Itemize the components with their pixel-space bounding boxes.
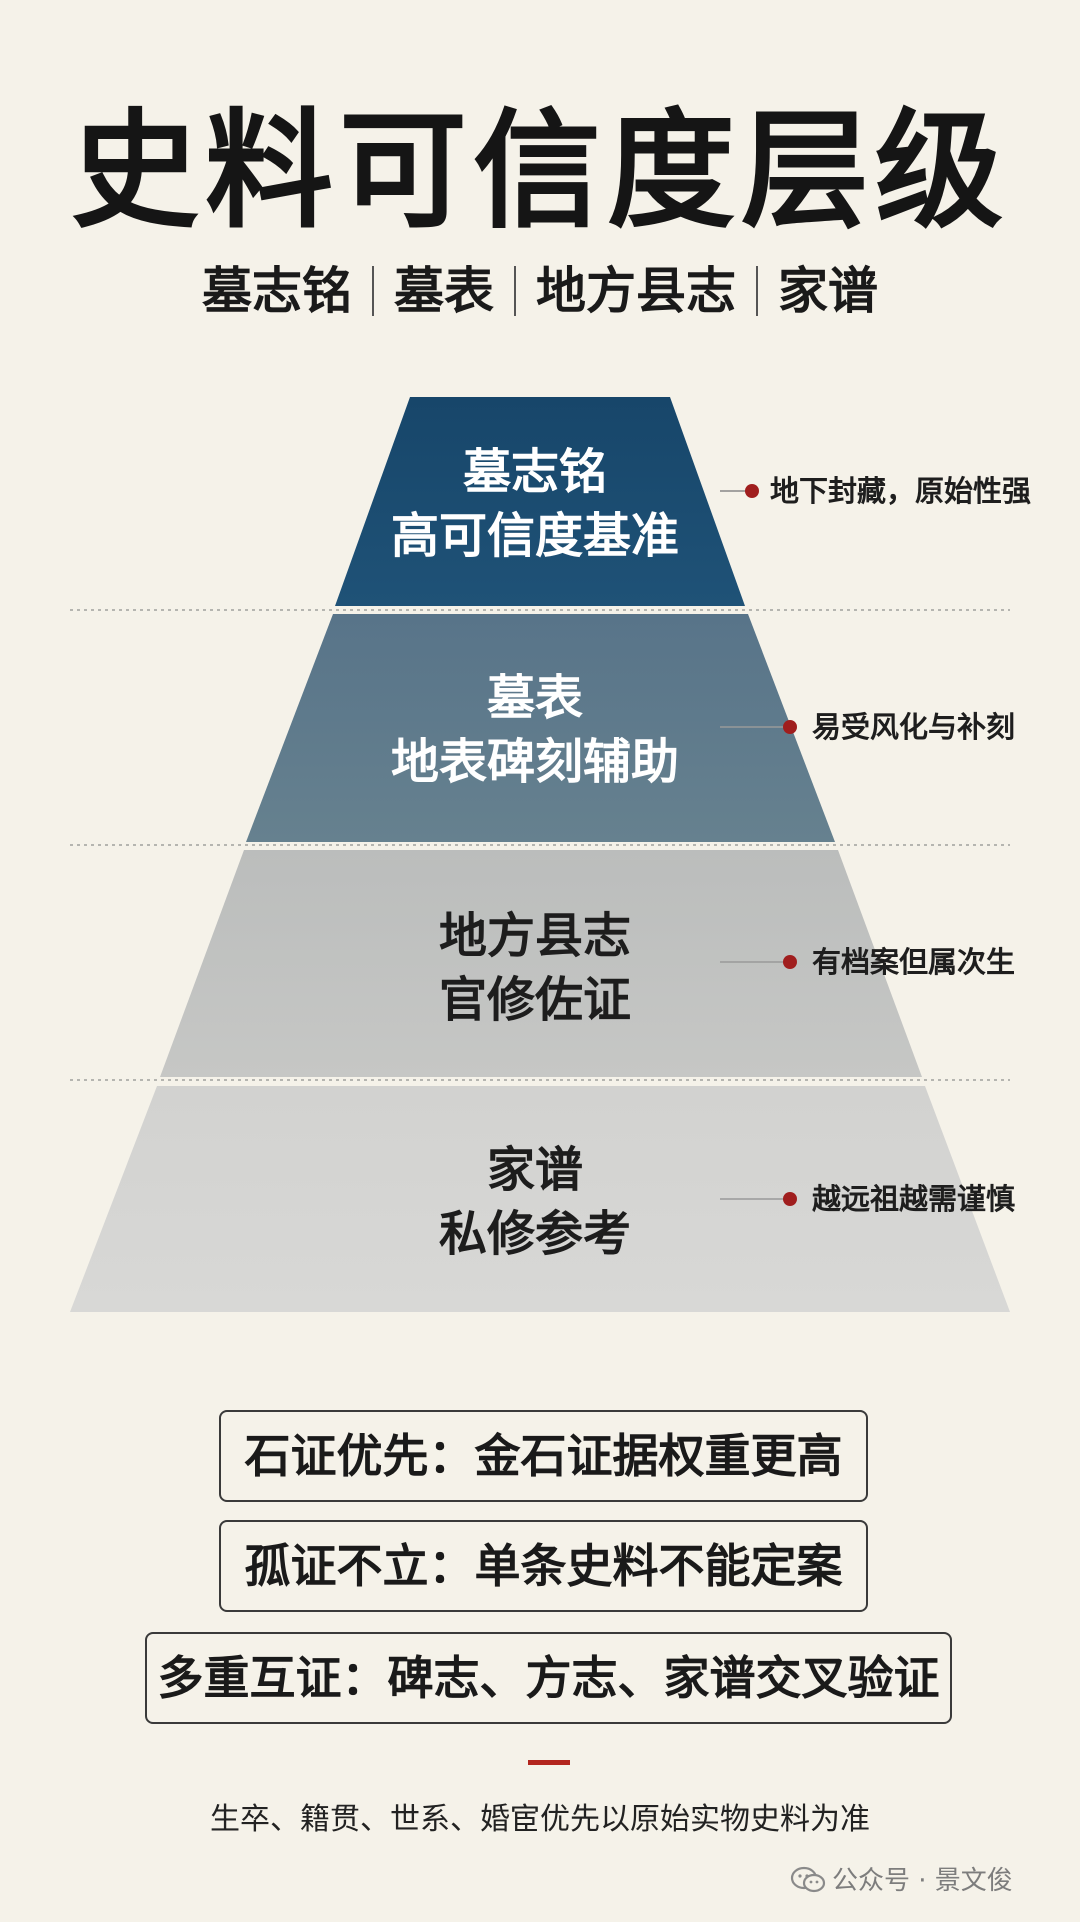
footnote: 生卒、籍贯、世系、婚宦优先以原始实物史料为准 xyxy=(210,1802,870,1837)
subtitle: 墓志铭墓表地方县志家谱 xyxy=(0,256,1080,326)
tier-note: 地下封藏，原始性强 xyxy=(770,474,1032,508)
accent-divider xyxy=(528,1760,570,1765)
subtitle-item: 地方县志 xyxy=(536,261,736,320)
tier-label-genealogy: 家谱 私修参考 xyxy=(285,1138,785,1266)
tier-name: 墓志铭 xyxy=(462,444,607,500)
tier-name: 地方县志 xyxy=(438,908,631,964)
tier-desc: 高可信度基准 xyxy=(390,508,679,564)
note-dot xyxy=(783,955,797,969)
note-dot xyxy=(783,720,797,734)
tier-label-epitaph: 墓志铭 高可信度基准 xyxy=(285,440,785,568)
brand-label: 公众号 · 景文俊 xyxy=(832,1866,1013,1896)
note-dot xyxy=(783,1192,797,1206)
tier-note: 易受风化与补刻 xyxy=(812,710,1016,744)
principle-box: 孤证不立：单条史料不能定案 xyxy=(219,1520,868,1612)
tier-desc: 官修佐证 xyxy=(438,972,631,1028)
tier-name: 墓表 xyxy=(486,670,583,726)
tier-name: 家谱 xyxy=(486,1142,583,1198)
wechat-icon xyxy=(790,1866,826,1893)
separator xyxy=(514,266,516,316)
tier-label-tomb-stele: 墓表 地表碑刻辅助 xyxy=(285,666,785,794)
tier-desc: 私修参考 xyxy=(438,1206,631,1262)
tier-desc: 地表碑刻辅助 xyxy=(390,734,679,790)
page-title: 史料可信度层级 xyxy=(70,96,1009,246)
principle-box: 石证优先：金石证据权重更高 xyxy=(219,1410,868,1502)
subtitle-item: 墓志铭 xyxy=(202,261,352,320)
tier-note: 有档案但属次生 xyxy=(812,945,1016,979)
tier-note: 越远祖越需谨慎 xyxy=(812,1182,1016,1216)
separator xyxy=(372,266,374,316)
principle-box: 多重互证：碑志、方志、家谱交叉验证 xyxy=(145,1632,952,1724)
tier-label-county-gazetteer: 地方县志 官修佐证 xyxy=(285,904,785,1032)
subtitle-item: 墓表 xyxy=(394,261,494,320)
brand-credit: 公众号 · 景文俊 xyxy=(790,1864,1013,1898)
subtitle-item: 家谱 xyxy=(778,261,878,320)
separator xyxy=(756,266,758,316)
